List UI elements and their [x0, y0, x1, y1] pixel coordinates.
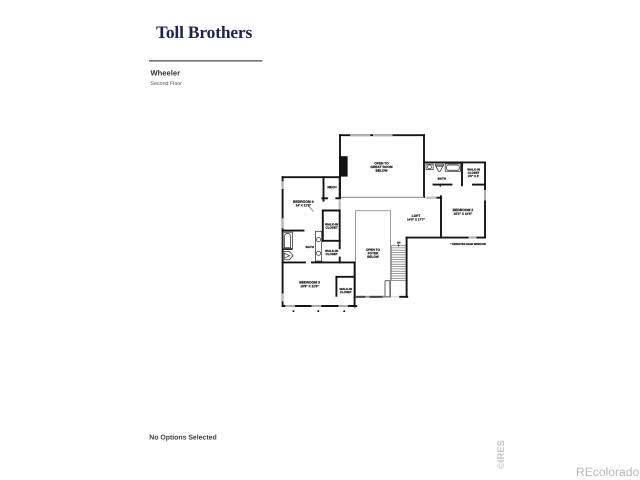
- svg-text:REcolorado: REcolorado: [576, 465, 639, 479]
- svg-text:No Options Selected: No Options Selected: [149, 435, 216, 442]
- svg-text:Wheeler: Wheeler: [151, 68, 181, 77]
- svg-text:©IRES: ©IRES: [496, 440, 507, 469]
- svg-text:Second Floor: Second Floor: [151, 81, 183, 87]
- svg-text:Toll Brothers: Toll Brothers: [156, 22, 252, 42]
